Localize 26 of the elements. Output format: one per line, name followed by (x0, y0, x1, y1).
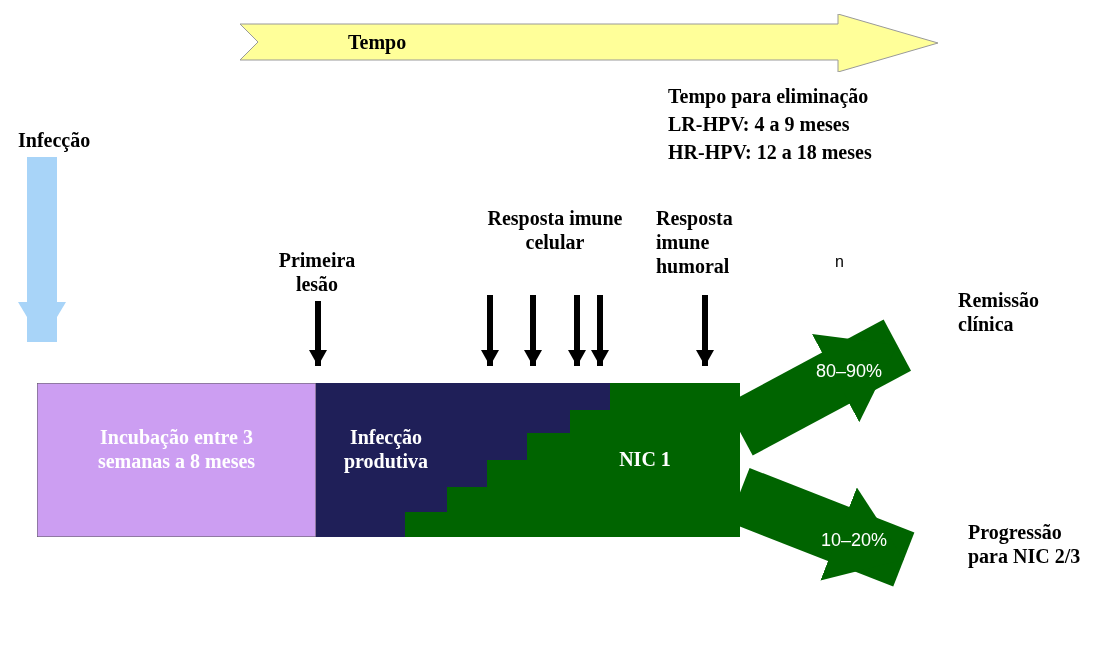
arrow (309, 301, 327, 366)
phase-label: NIC 1 (618, 447, 672, 471)
phase-label: Infecção produtiva (342, 425, 430, 473)
phase-label: Incubação entre 3 semanas a 8 meses (96, 425, 257, 473)
arrow (524, 295, 542, 366)
edge-label: 10–20% (821, 529, 888, 552)
arrow (568, 295, 586, 366)
note-text: LR-HPV: 4 a 9 meses (668, 112, 850, 136)
text-label: Primeira lesão (262, 248, 372, 300)
note-text: Tempo para eliminação (668, 84, 869, 108)
phase-label: Tempo (348, 30, 407, 54)
text-label: Resposta imune humoral (656, 206, 768, 294)
edge-label: 80–90% (816, 360, 883, 383)
text-label: Progressão para NIC 2/3 (968, 520, 1098, 580)
arrow (591, 295, 609, 366)
phase-block (37, 383, 316, 537)
text-label: Infecção (18, 128, 128, 156)
arrow (481, 295, 499, 366)
arrow (18, 157, 66, 342)
text-label: Resposta imune celular (478, 206, 632, 294)
phase-block (316, 383, 610, 537)
arrow (696, 295, 714, 366)
note-text: HR-HPV: 12 a 18 meses (668, 140, 872, 164)
text-label: Remissão clínica (958, 288, 1078, 340)
time-arrow (240, 14, 938, 72)
note-text: n (835, 252, 844, 272)
